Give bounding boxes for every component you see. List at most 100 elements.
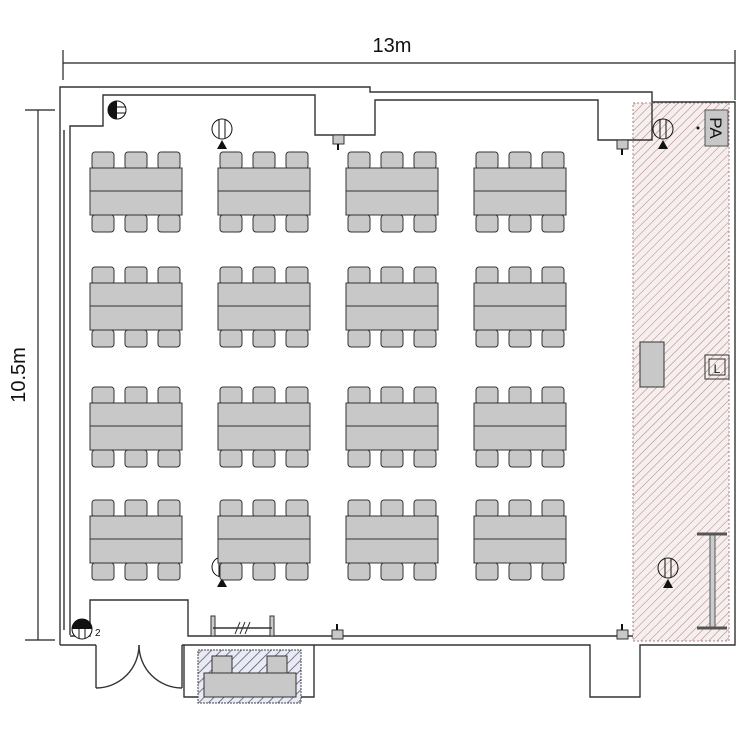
chair xyxy=(475,562,499,581)
chair xyxy=(252,562,276,581)
camera-icon xyxy=(616,139,629,155)
pa-box xyxy=(704,109,729,147)
table xyxy=(473,515,567,540)
chair xyxy=(252,214,276,233)
chair xyxy=(508,214,532,233)
table xyxy=(89,402,183,427)
chair xyxy=(285,329,309,348)
chair xyxy=(219,151,243,170)
table xyxy=(217,167,311,192)
table xyxy=(473,305,567,331)
chair xyxy=(475,386,499,405)
chair xyxy=(508,562,532,581)
chair xyxy=(252,329,276,348)
chair xyxy=(124,386,148,405)
pa-label: PA xyxy=(706,117,725,139)
camera-icon xyxy=(616,624,629,640)
chair xyxy=(157,386,181,405)
chair xyxy=(380,499,404,518)
chair xyxy=(124,266,148,285)
chair xyxy=(91,449,115,468)
seating-layout xyxy=(89,151,567,581)
chair xyxy=(285,562,309,581)
chair xyxy=(413,499,437,518)
table xyxy=(217,515,311,540)
chair xyxy=(347,266,371,285)
width-dimension: 13m xyxy=(62,35,736,100)
table xyxy=(89,167,183,192)
table xyxy=(473,538,567,564)
chair xyxy=(124,329,148,348)
table xyxy=(217,190,311,216)
table xyxy=(345,190,439,216)
chair xyxy=(252,151,276,170)
table-group xyxy=(89,386,183,468)
chair xyxy=(475,329,499,348)
chair xyxy=(157,151,181,170)
table xyxy=(89,282,183,307)
table xyxy=(473,282,567,307)
table-group xyxy=(473,266,567,348)
chair xyxy=(285,386,309,405)
chair xyxy=(157,266,181,285)
chair xyxy=(508,499,532,518)
table xyxy=(473,190,567,216)
chair xyxy=(347,151,371,170)
chair xyxy=(541,151,565,170)
table-group xyxy=(473,386,567,468)
mark-label: L xyxy=(714,362,721,376)
table xyxy=(89,190,183,216)
table xyxy=(473,167,567,192)
rack xyxy=(210,615,275,637)
chair xyxy=(157,562,181,581)
table-group xyxy=(345,386,439,468)
chair xyxy=(413,214,437,233)
camera-icon xyxy=(332,134,345,150)
table xyxy=(217,305,311,331)
chair xyxy=(475,449,499,468)
chair xyxy=(91,562,115,581)
entrance-door[interactable] xyxy=(95,644,183,689)
table-group xyxy=(345,151,439,233)
speaker-icon xyxy=(652,118,674,149)
chair xyxy=(380,386,404,405)
table-group xyxy=(89,151,183,233)
chair xyxy=(285,214,309,233)
chair xyxy=(413,151,437,170)
chair xyxy=(157,449,181,468)
table xyxy=(473,425,567,451)
chair xyxy=(475,266,499,285)
chair xyxy=(508,449,532,468)
chair xyxy=(219,266,243,285)
chair xyxy=(91,266,115,285)
chair xyxy=(285,151,309,170)
chair xyxy=(219,386,243,405)
stage-area: PA L xyxy=(632,102,730,642)
chair xyxy=(285,266,309,285)
table xyxy=(345,425,439,451)
table-group xyxy=(89,499,183,581)
speaker-icon xyxy=(211,118,233,149)
table xyxy=(345,538,439,564)
table-group xyxy=(217,151,311,233)
height-label: 10.5m xyxy=(8,347,30,403)
table-group xyxy=(89,266,183,348)
chair xyxy=(508,329,532,348)
outlet-icon: 2 xyxy=(71,618,101,640)
screen-stand xyxy=(697,532,727,630)
chair xyxy=(541,329,565,348)
chair xyxy=(347,449,371,468)
table xyxy=(89,515,183,540)
chair xyxy=(285,449,309,468)
chair xyxy=(219,329,243,348)
table-group xyxy=(473,499,567,581)
chair xyxy=(124,449,148,468)
table-group xyxy=(345,499,439,581)
table xyxy=(89,305,183,331)
table-group xyxy=(217,266,311,348)
chair xyxy=(541,266,565,285)
chair xyxy=(124,214,148,233)
table-group xyxy=(473,151,567,233)
